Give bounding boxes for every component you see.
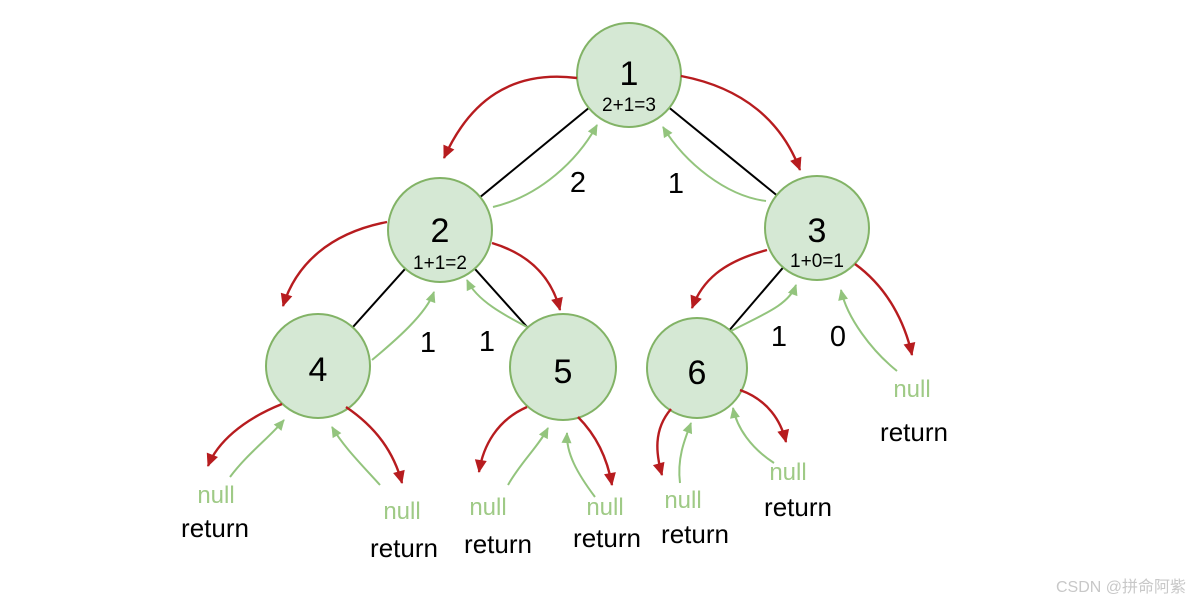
return-arrow-null-left-to-5 xyxy=(507,427,549,486)
return-arrow-6-to-3 xyxy=(730,284,798,332)
call-arrow-3-to-6 xyxy=(690,248,768,309)
return-label-6-left: return xyxy=(661,519,729,549)
node-4-circle xyxy=(265,313,371,419)
call-arrow-4-to-null-right xyxy=(345,406,405,484)
return-arrow-null-right-to-3 xyxy=(838,289,898,372)
node-2-sublabel: 1+1=2 xyxy=(413,253,467,274)
node-2-circle xyxy=(387,177,493,283)
node-2-label: 2 xyxy=(431,212,450,250)
node-3-sublabel: 1+0=1 xyxy=(790,251,844,272)
call-arrow-2-to-5 xyxy=(491,241,563,311)
call-arrow-4-to-null-left xyxy=(206,402,283,467)
call-arrow-6-to-null-right xyxy=(739,388,790,443)
return-arrow-null-right-to-5 xyxy=(561,432,596,498)
return-label-4-left: return xyxy=(181,513,249,543)
node-4-label: 4 xyxy=(309,351,328,389)
return-label-6-right: return xyxy=(764,492,832,522)
call-arrow-5-to-null-left xyxy=(474,405,528,473)
return-arrow-4-to-2 xyxy=(371,291,436,361)
node-6-circle xyxy=(646,317,748,419)
return-arrow-2-to-1 xyxy=(492,124,598,208)
null-label-6-right: null xyxy=(769,459,806,486)
return-arrow-null-right-to-6 xyxy=(730,407,775,464)
return-value-5-to-2: 1 xyxy=(479,326,495,358)
tree-nodes xyxy=(265,22,870,421)
return-value-labels: 2 1 1 1 1 0 xyxy=(420,167,846,359)
call-arrow-1-to-2 xyxy=(442,75,578,159)
return-value-6-to-3: 1 xyxy=(771,321,787,353)
null-label-6-left: null xyxy=(664,487,701,514)
call-arrow-5-to-null-right xyxy=(577,416,616,486)
null-label-4-left: null xyxy=(197,482,234,509)
return-arrow-null-right-to-4 xyxy=(331,426,381,486)
return-value-null-to-3: 0 xyxy=(830,321,846,353)
return-label-3-right: return xyxy=(880,417,948,447)
node-6-label: 6 xyxy=(688,354,707,392)
node-1-label: 1 xyxy=(620,55,639,93)
node-1-sublabel: 2+1=3 xyxy=(602,95,656,116)
return-arrow-3-to-1 xyxy=(662,126,767,202)
return-value-4-to-2: 1 xyxy=(420,327,436,359)
call-arrow-2-to-4 xyxy=(280,220,388,307)
return-arrow-5-to-2 xyxy=(466,279,528,328)
null-label-4-right: null xyxy=(383,498,420,525)
node-3-label: 3 xyxy=(808,212,827,250)
null-label-5-left: null xyxy=(469,494,506,521)
return-label-5-left: return xyxy=(464,529,532,559)
call-arrows xyxy=(206,74,916,486)
return-arrows xyxy=(229,124,898,498)
node-labels: 1 2+1=3 2 1+1=2 3 1+0=1 4 5 6 xyxy=(309,55,844,392)
call-arrow-1-to-3 xyxy=(680,74,802,171)
return-arrow-null-left-to-4 xyxy=(229,419,285,478)
null-label-3-right: null xyxy=(893,376,930,403)
node-5-label: 5 xyxy=(554,353,573,391)
node-3-circle xyxy=(764,175,870,281)
node-1-circle xyxy=(576,22,682,128)
null-label-5-right: null xyxy=(586,494,623,521)
node-5-circle xyxy=(509,313,617,421)
return-label-5-right: return xyxy=(573,523,641,553)
null-leaf-labels: null return null return null return null… xyxy=(181,376,948,563)
return-value-3-to-1: 1 xyxy=(668,168,684,200)
call-arrow-6-to-null-left xyxy=(652,408,672,476)
return-value-2-to-1: 2 xyxy=(570,167,586,199)
return-label-4-right: return xyxy=(370,533,438,563)
watermark: CSDN @拼命阿紫 xyxy=(1056,578,1186,596)
return-arrow-null-left-to-6 xyxy=(678,422,693,484)
call-arrow-3-to-null-right xyxy=(854,263,916,356)
